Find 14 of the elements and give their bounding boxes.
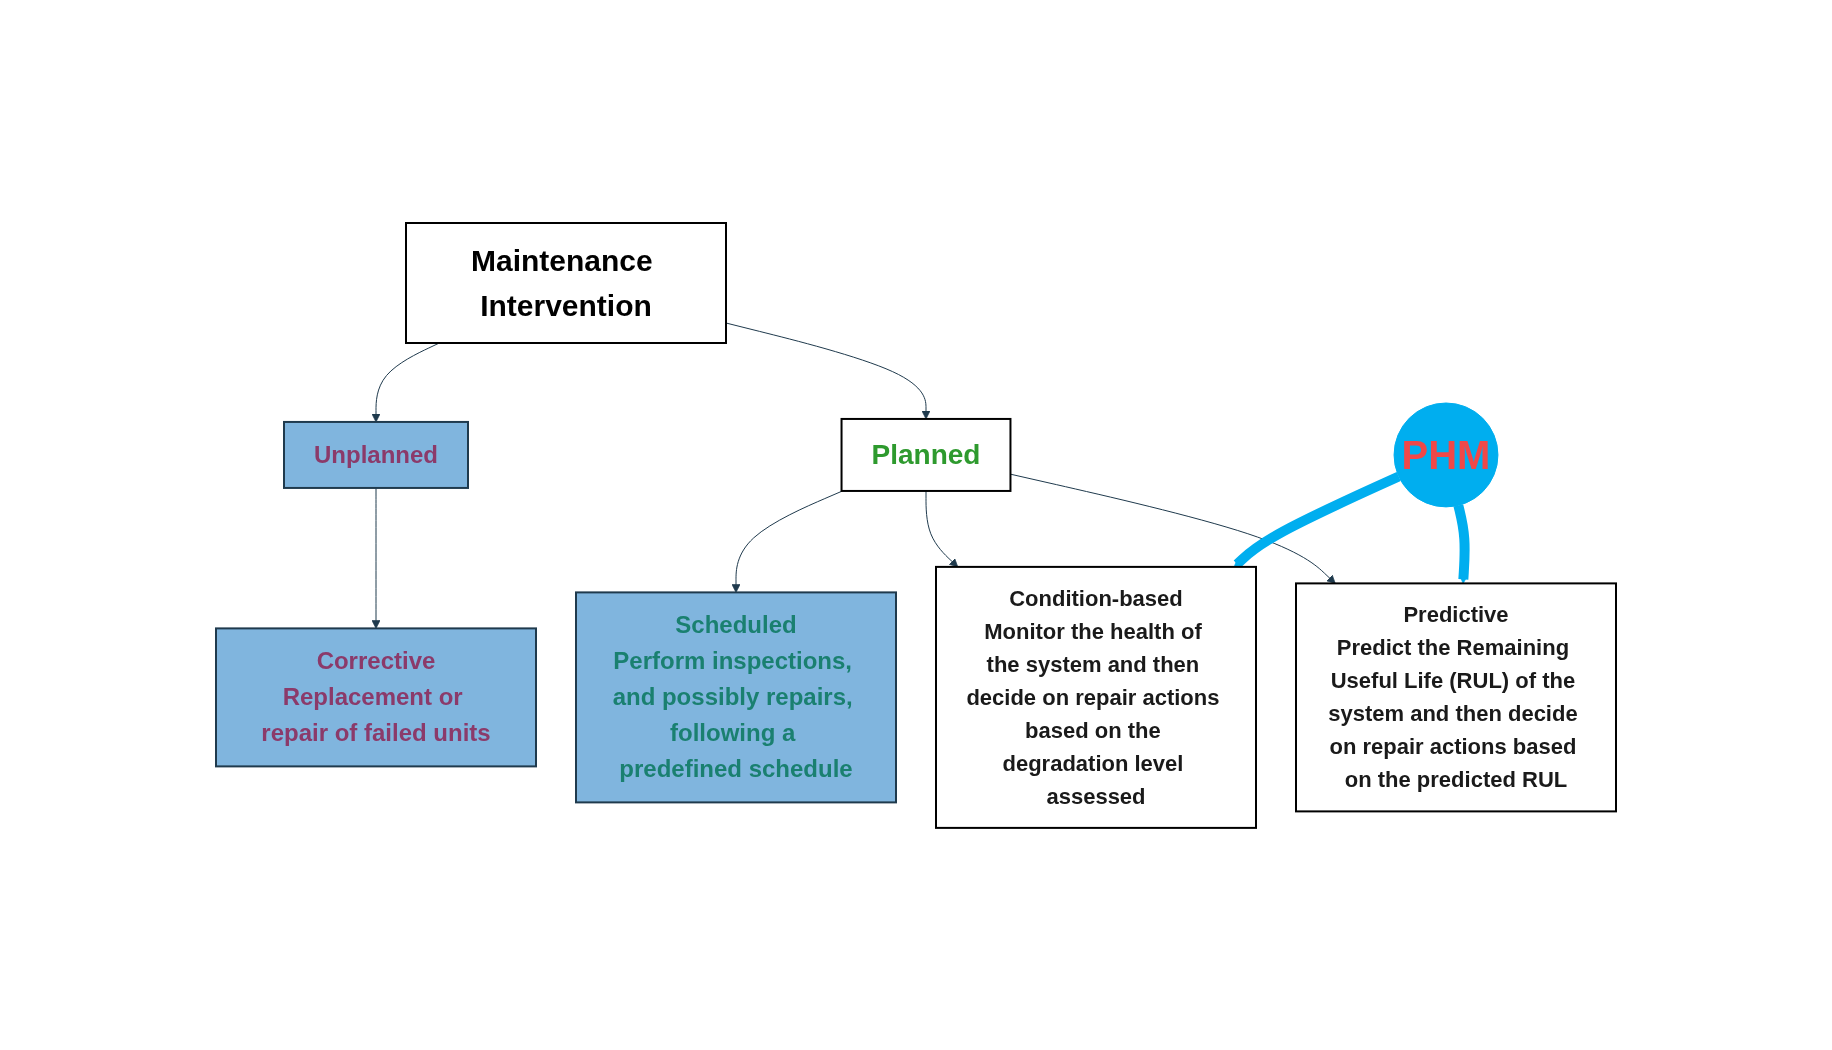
- arrow: [731, 490, 844, 593]
- arrow: [1453, 503, 1470, 584]
- node-box: Planned: [840, 417, 1012, 492]
- arrow: [371, 487, 381, 629]
- node-box: Maintenance Intervention: [405, 221, 727, 344]
- node-box: Scheduled Perform inspections, and possibly repairs, following a predefined schedule: [575, 590, 897, 803]
- node-circle: PHM: [1393, 402, 1499, 507]
- node-box: Corrective Replacement or repair of failed units: [215, 626, 537, 767]
- arrow: [925, 490, 959, 567]
- arrow: [371, 342, 440, 422]
- node-box: Condition-based Monitor the health of the system and then decide on repair actions based on the degradation level assessed: [935, 565, 1257, 829]
- node-box: Predictive Predict the Remaining Useful Life (RUL) of the system and then decide on repair actions based on the predicted RUL: [1295, 581, 1617, 812]
- node-box: Unplanned: [283, 420, 469, 489]
- arrow: [1233, 471, 1401, 568]
